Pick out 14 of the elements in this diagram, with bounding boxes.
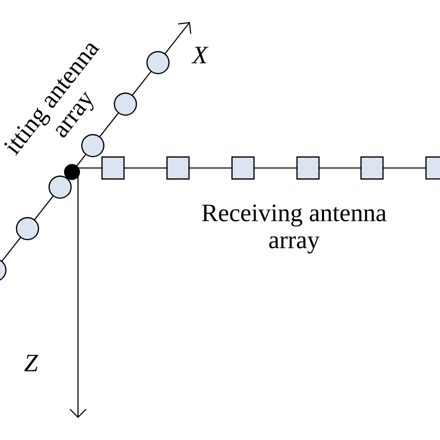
antenna-square [231,156,255,180]
antenna-square [101,156,125,180]
antenna-square [425,156,440,180]
antenna-square [360,156,384,180]
antenna-circle [114,92,137,116]
antenna-circle [16,217,40,240]
antenna-circle [146,51,170,74]
axis-label: Z [24,354,38,372]
origin-dot [64,164,80,180]
antenna-square [166,156,190,180]
axis-label: X [192,46,208,64]
antenna-square [296,156,320,180]
antenna-circle [48,176,72,199]
array-label: Receiving antenna array [202,204,386,254]
